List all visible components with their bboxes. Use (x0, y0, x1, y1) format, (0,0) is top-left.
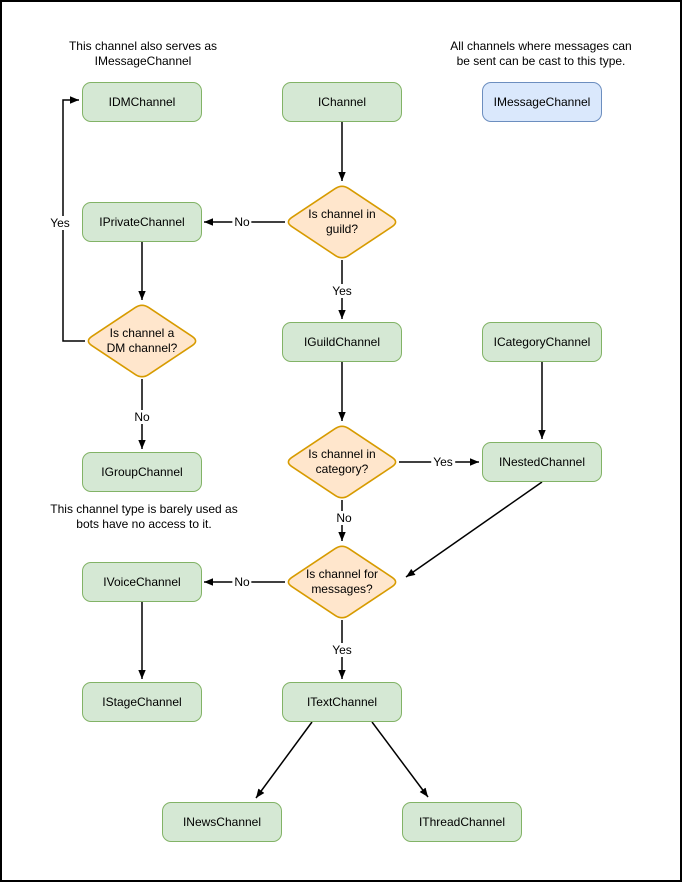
decision-is-channel-in-guild: Is channel in guild? (308, 207, 376, 236)
edge-label-yes-guild: Yes (330, 284, 354, 298)
node-imessagechannel: IMessageChannel (482, 82, 602, 122)
edge-itext-to-ithread (371, 721, 429, 798)
node-ithreadchannel: IThreadChannel (402, 802, 522, 842)
node-iguildchannel: IGuildChannel (282, 322, 402, 362)
edge-label-no-guild: No (232, 215, 252, 229)
node-inewschannel: INewsChannel (162, 802, 282, 842)
decision-shape-is-channel-in-category (287, 425, 397, 499)
decision-shape-is-channel-in-guild (287, 185, 397, 259)
node-ichannel: IChannel (282, 82, 402, 122)
decision-shape-is-channel-for-messages (287, 545, 397, 619)
node-icategorychannel: ICategoryChannel (482, 322, 602, 362)
note-dm-channel: This channel also serves as IMessageChan… (68, 39, 218, 68)
edge-label-yes-dm: Yes (48, 216, 72, 230)
edge-label-yes-category: Yes (431, 455, 455, 469)
node-iprivatechannel: IPrivateChannel (82, 202, 202, 242)
node-ivoicechannel: IVoiceChannel (82, 562, 202, 602)
edge-itext-to-inews (255, 721, 313, 799)
decision-is-dm-channel: Is channel a DM channel? (106, 326, 178, 355)
edge-label-no-category: No (334, 511, 354, 525)
node-igroupchannel: IGroupChannel (82, 452, 202, 492)
node-itextchannel: ITextChannel (282, 682, 402, 722)
node-idmchannel: IDMChannel (82, 82, 202, 122)
edge-label-no-messages: No (232, 575, 252, 589)
edge-label-yes-messages: Yes (330, 643, 354, 657)
edge-label-no-dm: No (132, 410, 152, 424)
decision-shape-is-dm-channel (87, 304, 197, 378)
note-message-channel: All channels where messages can be sent … (450, 39, 632, 68)
node-istagechannel: IStageChannel (82, 682, 202, 722)
note-group-channel: This channel type is barely used as bots… (50, 502, 238, 531)
decision-is-channel-in-category: Is channel in category? (308, 447, 376, 476)
node-inestedchannel: INestedChannel (482, 442, 602, 482)
edge-inested-to-formessages (405, 481, 543, 578)
decision-is-channel-for-messages: Is channel for messages? (305, 567, 379, 596)
